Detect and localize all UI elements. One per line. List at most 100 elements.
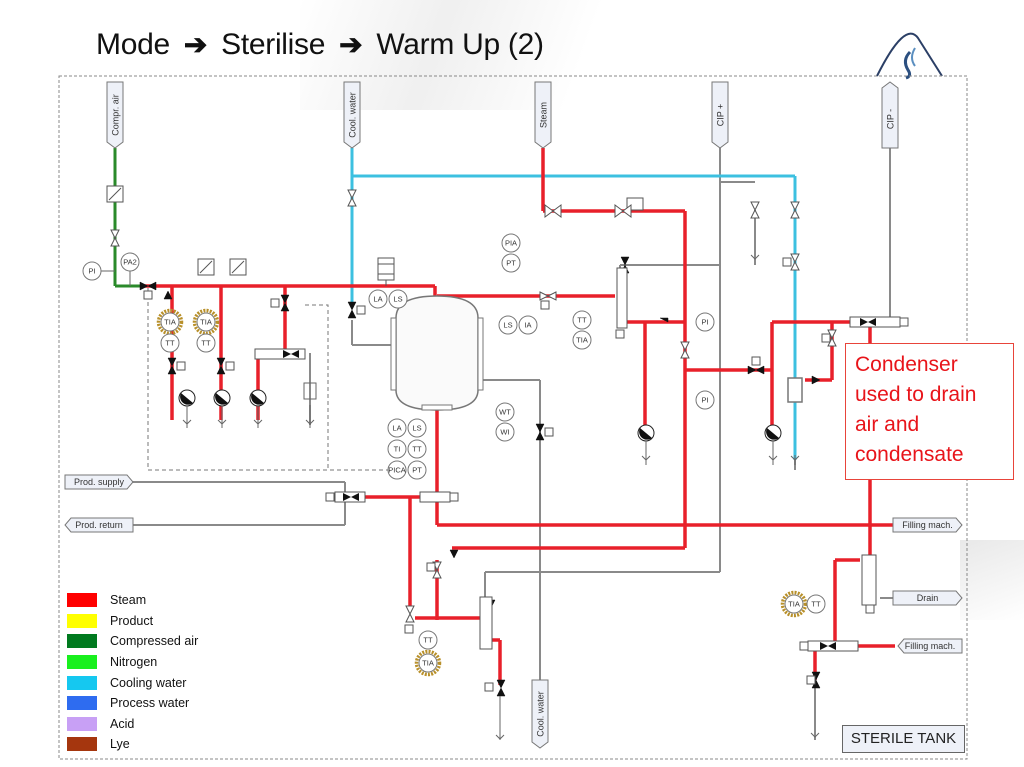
company-logo-icon: [876, 32, 943, 80]
instrument-pica: PICA: [387, 460, 407, 480]
instrument-label: LA: [373, 295, 382, 304]
callout-line: Condenser: [855, 353, 958, 376]
callout-line: air and: [855, 413, 920, 436]
legend-item-cooling-water: Cooling water: [67, 672, 198, 693]
instrument-label: LS: [393, 295, 402, 304]
arrow-right-icon: ➔: [339, 29, 363, 60]
instrument-la-top: LA: [368, 289, 388, 309]
instrument-label: IA: [524, 321, 531, 330]
legend-item-steam: Steam: [67, 590, 198, 611]
instrument-pi-air: PI: [82, 261, 102, 281]
instrument-label: PI: [88, 267, 95, 276]
instrument-label: PT: [506, 259, 516, 268]
legend-label: Steam: [110, 593, 147, 608]
instrument-label: TT: [165, 339, 175, 348]
tag-label: CIP -: [886, 109, 896, 129]
instrument-label: TT: [577, 316, 587, 325]
instrument-tia1: TIA: [156, 308, 184, 336]
title-step-warmup: Warm Up (2): [376, 28, 544, 61]
instrument-tia-mid: TIA: [572, 330, 592, 350]
connection-tag-cip-plus[interactable]: CIP +: [711, 81, 729, 149]
tag-label: Cool. water: [536, 691, 546, 737]
instrument-label: TT: [412, 445, 422, 454]
tag-label: Steam: [539, 102, 549, 128]
instrument-tt-low: TT: [418, 630, 438, 650]
connection-tag-steam[interactable]: Steam: [534, 81, 552, 149]
instrument-label: TIA: [576, 336, 588, 345]
instrument-pt-bot: PT: [407, 460, 427, 480]
instrument-tt-bot: TT: [407, 439, 427, 459]
title-step-sterilise: Sterilise: [221, 28, 326, 61]
connection-tag-cool-water-bottom[interactable]: Cool. water: [531, 679, 549, 749]
legend-label: Cooling water: [110, 675, 187, 690]
instrument-pa2: PA2: [120, 252, 140, 272]
instrument-label: TIA: [200, 318, 212, 327]
instrument-tia2: TIA: [192, 308, 220, 336]
filter-icon: [106, 185, 644, 276]
connection-tag-compr-air[interactable]: Compr. air: [106, 81, 124, 149]
valve-icon: [283, 318, 876, 650]
instrument-pt-top: PT: [501, 253, 521, 273]
condenser-icon: [787, 377, 803, 403]
legend-item-compressed-air: Compressed air: [67, 631, 198, 652]
valve-icon[interactable]: [110, 189, 837, 623]
legend-label: Compressed air: [110, 634, 199, 649]
instrument-tia-low: TIA: [414, 649, 442, 677]
instrument-tt-mid: TT: [572, 310, 592, 330]
instrument-ti-bot: TI: [387, 439, 407, 459]
instrument-wt: WT: [495, 402, 515, 422]
instrument-label: TT: [811, 600, 821, 609]
instrument-ls-top: LS: [388, 289, 408, 309]
instrument-label: LA: [392, 424, 401, 433]
instrument-tt2: TT: [196, 333, 216, 353]
instrument-label: TI: [394, 445, 401, 454]
arrow-right-icon: ➔: [183, 29, 208, 60]
tag-label: Compr. air: [111, 94, 121, 136]
legend-swatch: [67, 593, 97, 608]
diagram-name-label: STERILE TANK: [842, 725, 965, 753]
connection-tag-drain[interactable]: Drain: [892, 590, 963, 606]
connection-tag-cip-minus[interactable]: CIP -: [881, 81, 899, 149]
tag-label: Prod. return: [75, 520, 123, 530]
pump-icon: [178, 389, 782, 442]
skid-boundary: [147, 288, 329, 471]
connection-tag-prod-supply[interactable]: Prod. supply: [64, 474, 134, 490]
legend-item-product: Product: [67, 611, 198, 632]
drum-icon: [377, 257, 395, 286]
instrument-label: PI: [701, 396, 708, 405]
legend-label: Lye: [110, 737, 130, 752]
instrument-tia-right: TIA: [780, 590, 808, 618]
instrument-pi-mid2: PI: [695, 390, 715, 410]
legend-swatch: [67, 737, 97, 752]
legend-item-lye: Lye: [67, 734, 198, 755]
connection-tag-filling-mach-2[interactable]: Filling mach.: [897, 638, 963, 654]
instrument-label: TIA: [422, 659, 434, 668]
legend-label: Process water: [110, 696, 190, 711]
instrument-ia-side: IA: [518, 315, 538, 335]
legend-item-acid: Acid: [67, 714, 198, 735]
legend-swatch: [67, 634, 97, 649]
tag-label: Prod. supply: [74, 477, 125, 487]
drain-point-icon: [182, 254, 820, 740]
legend-label: Nitrogen: [110, 655, 158, 670]
tag-label: Filling mach.: [902, 520, 953, 530]
tag-label: CIP +: [716, 104, 726, 127]
connection-tag-filling-mach-1[interactable]: Filling mach.: [892, 517, 963, 533]
connection-tag-prod-return[interactable]: Prod. return: [64, 517, 134, 533]
instrument-wi: WI: [495, 422, 515, 442]
instrument-ls-side: LS: [498, 315, 518, 335]
instrument-label: PI: [701, 318, 708, 327]
callout-line: used to drain: [855, 383, 977, 406]
instrument-tt1: TT: [160, 333, 180, 353]
legend-swatch: [67, 613, 97, 628]
legend-swatch: [67, 696, 97, 711]
instrument-label: WI: [500, 428, 509, 437]
legend-swatch: [67, 655, 97, 670]
pipe-color-legend: Steam Product Compressed air Nitrogen Co…: [67, 590, 198, 755]
tag-label: Drain: [917, 593, 939, 603]
connection-tag-cool-water[interactable]: Cool. water: [343, 81, 361, 149]
compressed-air-pipe: [113, 148, 142, 288]
instrument-tt-right: TT: [806, 594, 826, 614]
page-title: Mode ➔ Sterilise ➔ Warm Up (2): [96, 28, 544, 62]
